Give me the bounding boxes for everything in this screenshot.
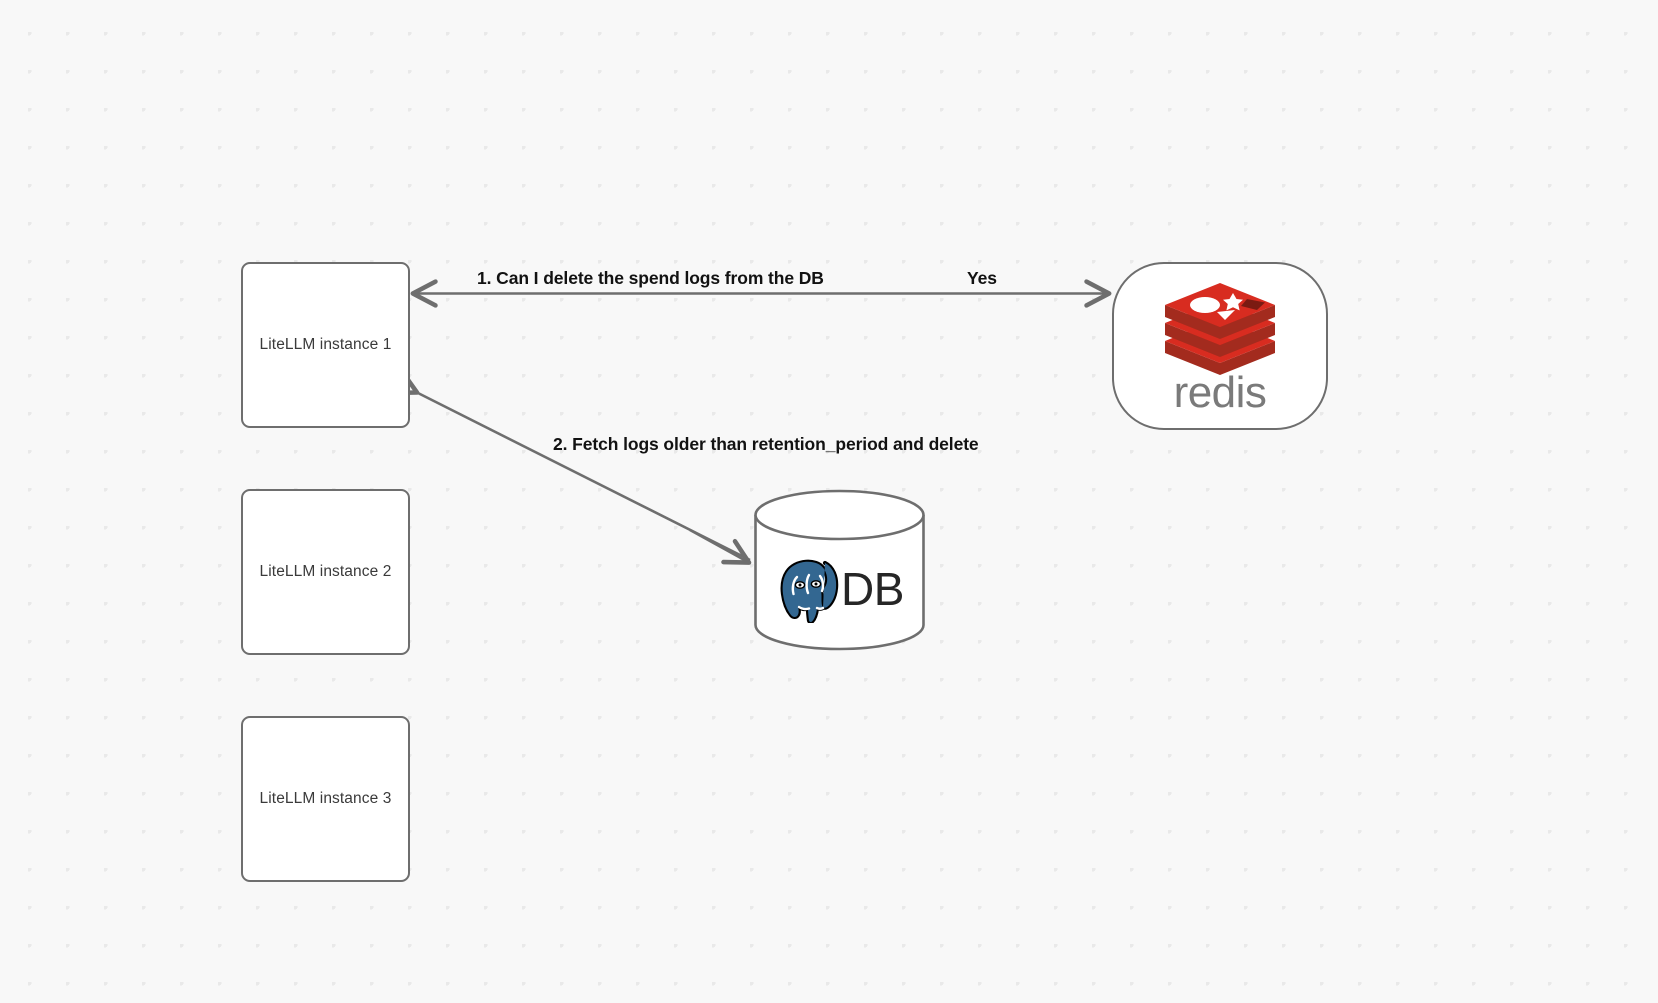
database-label: DB xyxy=(841,563,904,615)
edge-label-step-1-answer: Yes xyxy=(967,268,997,288)
edge-label-step-2: 2. Fetch logs older than retention_perio… xyxy=(553,434,979,454)
redis-logo-icon xyxy=(1165,283,1275,375)
node-database[interactable]: DB xyxy=(753,489,926,651)
node-litellm-instance-1[interactable]: LiteLLM instance 1 xyxy=(241,262,410,428)
node-litellm-instance-3-label: LiteLLM instance 3 xyxy=(259,790,392,807)
edge-label-step-1: 1. Can I delete the spend logs from the … xyxy=(477,268,824,288)
node-litellm-instance-1-label: LiteLLM instance 1 xyxy=(259,336,392,353)
node-redis[interactable]: redis xyxy=(1112,262,1328,430)
node-litellm-instance-3[interactable]: LiteLLM instance 3 xyxy=(241,716,410,882)
node-litellm-instance-2[interactable]: LiteLLM instance 2 xyxy=(241,489,410,655)
redis-wordmark: redis xyxy=(1173,368,1267,417)
node-litellm-instance-2-label: LiteLLM instance 2 xyxy=(259,563,392,580)
database-logo-group: DB xyxy=(753,541,926,637)
edge-litellm1-database-head xyxy=(689,528,752,565)
edge-database-litellm1 xyxy=(389,369,751,562)
postgresql-elephant-icon xyxy=(780,559,839,623)
